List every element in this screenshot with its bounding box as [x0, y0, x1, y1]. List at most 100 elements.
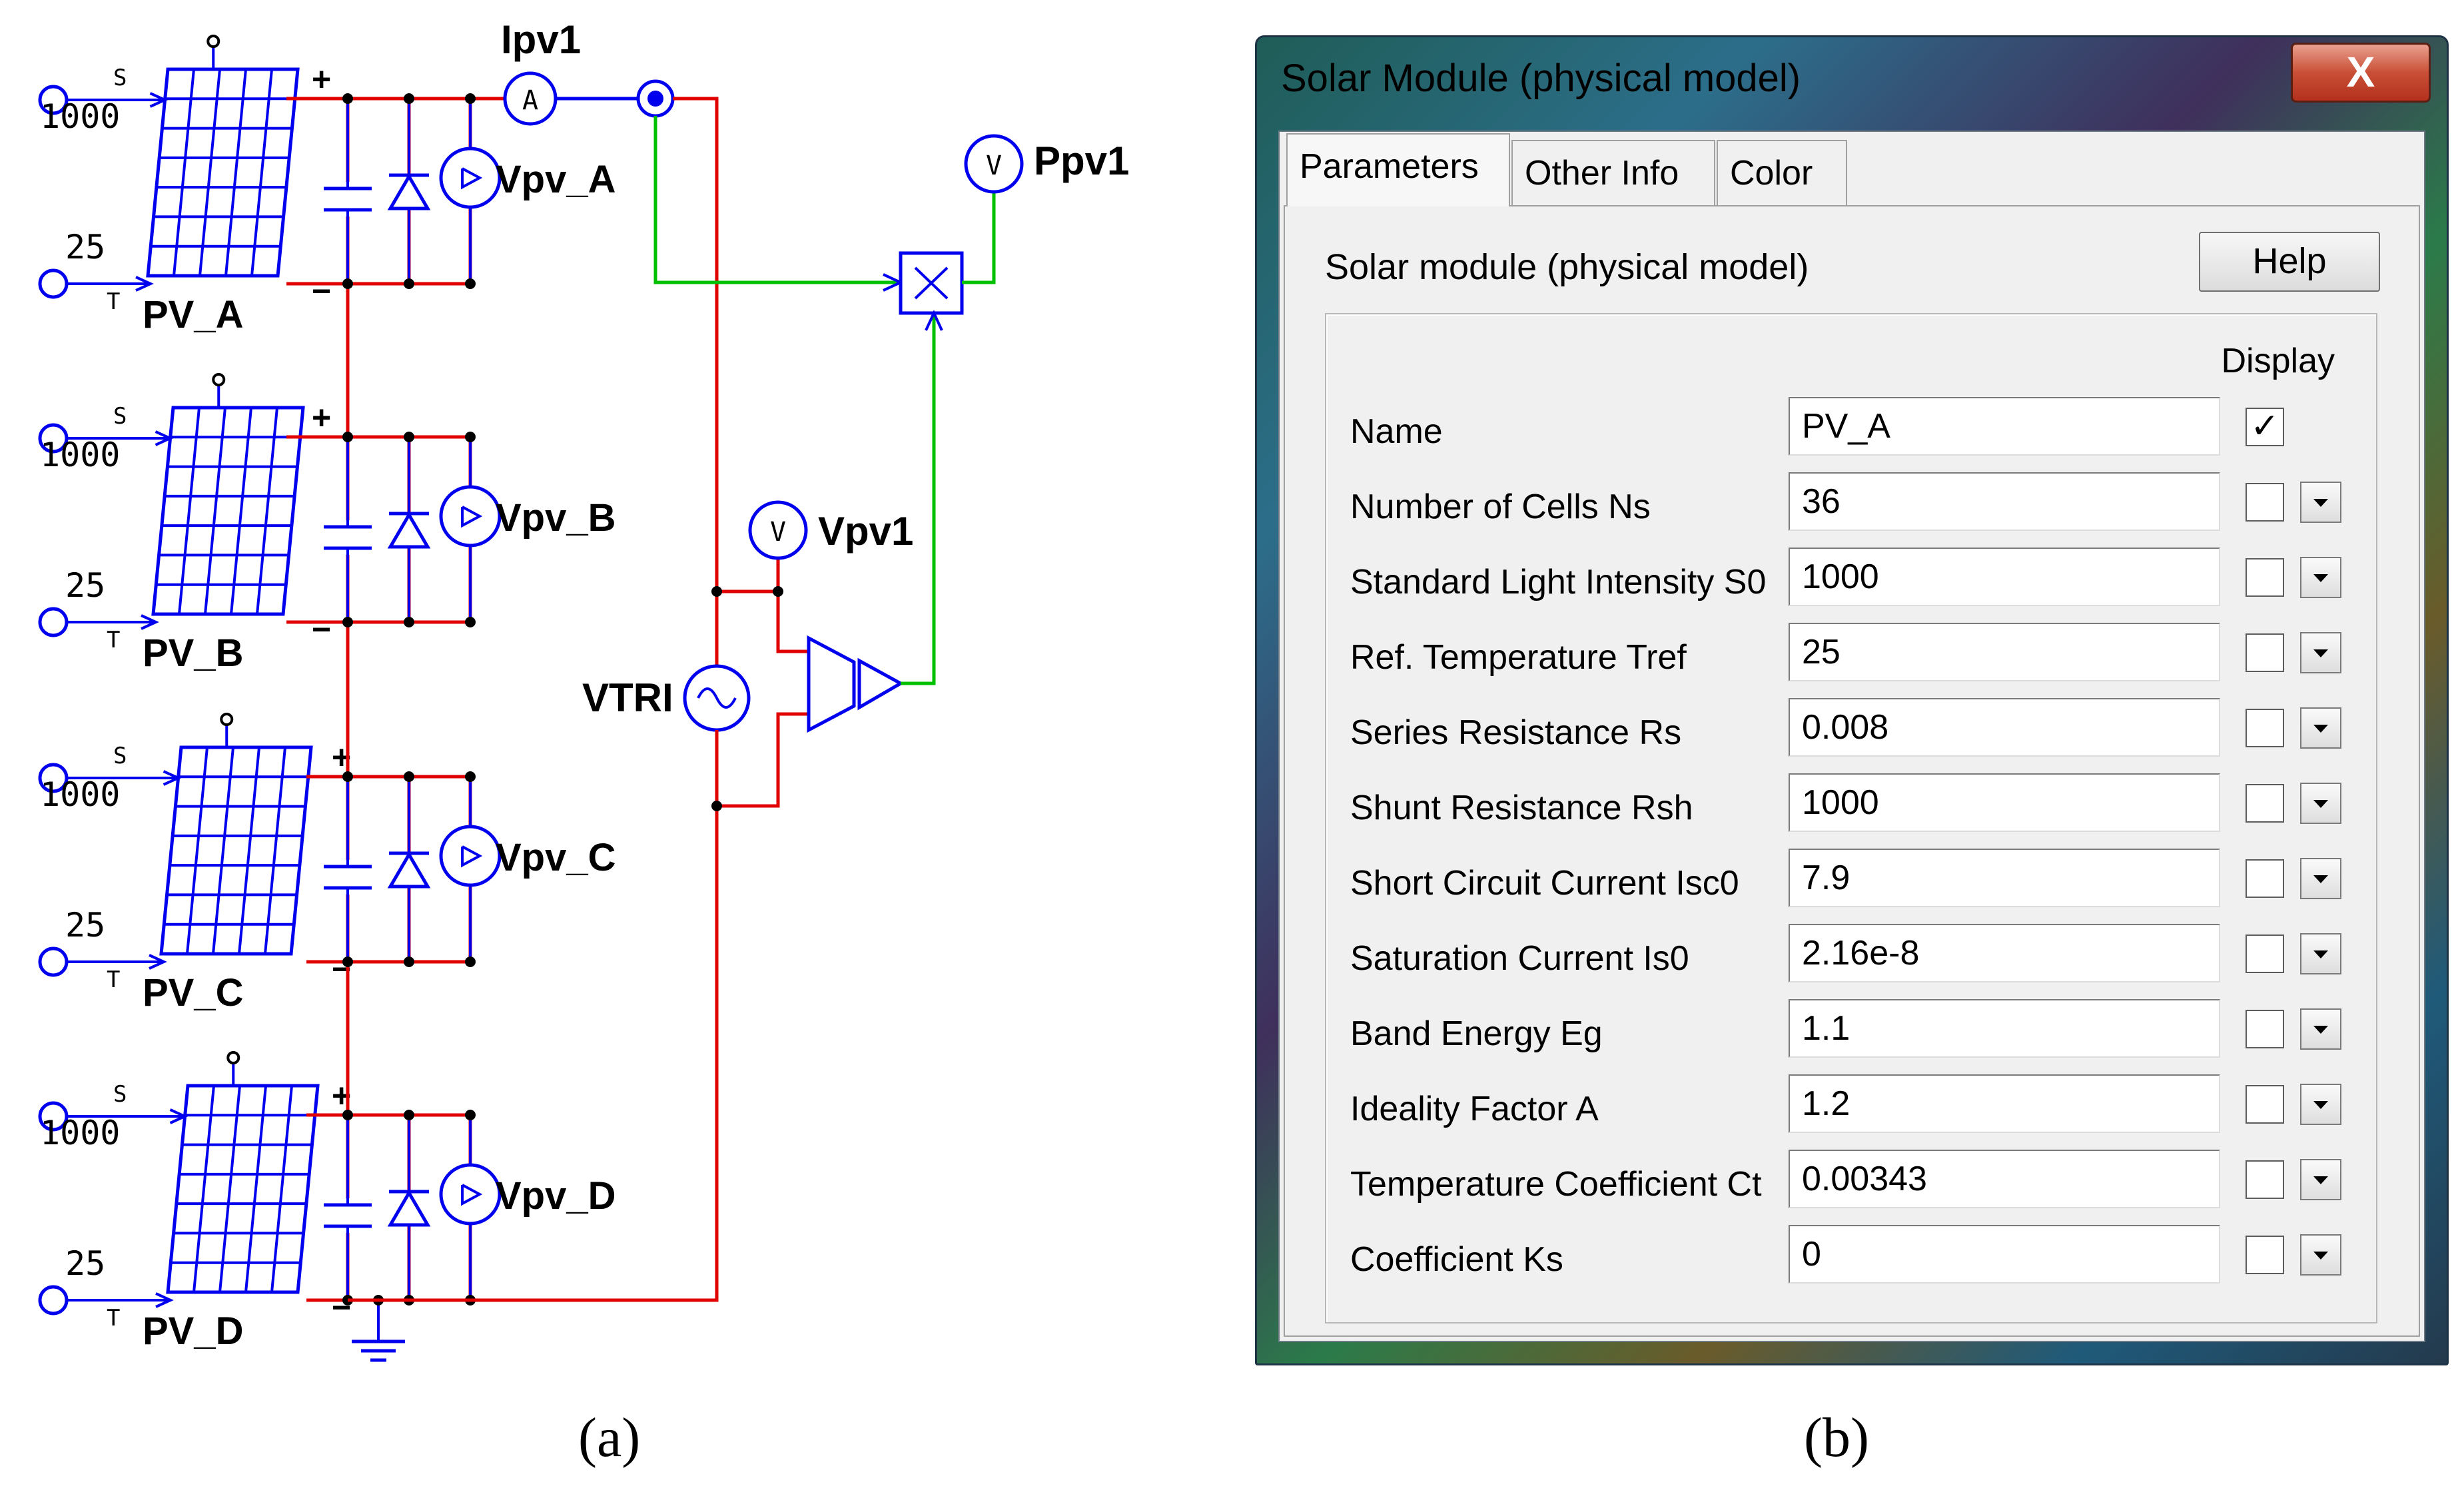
display-checkbox[interactable]: [2246, 1010, 2284, 1048]
junction-dot: [404, 771, 414, 782]
tab-color[interactable]: Color: [1717, 140, 1847, 206]
display-checkbox[interactable]: [2246, 1236, 2284, 1274]
param-label: Ref. Temperature Tref: [1350, 638, 1687, 677]
param-value-input[interactable]: 7.9: [1789, 849, 2220, 907]
junction-dot: [773, 586, 783, 597]
plus-sign: +: [312, 61, 331, 98]
comparator-minus-wire: [715, 712, 809, 808]
panel-cell-column: [264, 747, 286, 954]
display-option-dropdown[interactable]: [2300, 1234, 2341, 1276]
display-option-dropdown[interactable]: [2300, 783, 2341, 824]
param-value-input[interactable]: 0: [1789, 1225, 2220, 1284]
caption-a: (a): [578, 1407, 641, 1469]
param-row: Ref. Temperature Tref 25: [1326, 623, 2376, 698]
meter-arrow-icon: [461, 167, 483, 190]
chevron-down-icon: [2313, 1176, 2328, 1184]
display-checkbox[interactable]: [2246, 483, 2284, 522]
display-checkbox[interactable]: [2246, 859, 2284, 898]
display-checkbox[interactable]: [2246, 1160, 2284, 1199]
display-checkbox[interactable]: [2246, 934, 2284, 973]
temperature-terminal: [38, 1285, 69, 1315]
solar-module-dialog: Solar Module (physical model) X Paramete…: [1255, 35, 2449, 1365]
display-option-dropdown[interactable]: [2300, 858, 2341, 899]
minus-sign: −: [312, 272, 331, 310]
diode-icon: [387, 851, 431, 889]
chevron-down-icon: [2313, 499, 2328, 507]
param-row: Saturation Current Is0 2.16e-8: [1326, 924, 2376, 999]
junction-dot: [711, 586, 722, 597]
chevron-down-icon: [2313, 800, 2328, 808]
tab-parameters[interactable]: Parameters: [1286, 133, 1510, 206]
param-value-input[interactable]: 25: [1789, 623, 2220, 681]
display-option-dropdown[interactable]: [2300, 632, 2341, 673]
param-value-input[interactable]: 0.008: [1789, 698, 2220, 757]
panel-cell-column: [173, 69, 195, 276]
param-label: Series Resistance Rs: [1350, 713, 1682, 752]
display-checkbox[interactable]: ✓: [2246, 408, 2284, 446]
close-button[interactable]: X: [2291, 43, 2431, 103]
irradiance-value: 1000: [40, 775, 120, 814]
param-label: Saturation Current Is0: [1350, 939, 1689, 978]
voltmeter-icon: [439, 825, 502, 887]
display-option-dropdown[interactable]: [2300, 1159, 2341, 1200]
param-row: Standard Light Intensity S0 1000: [1326, 548, 2376, 623]
voltmeter-label: Vpv_A: [496, 158, 616, 201]
dialog-client: Parameters Other Info Color Solar module…: [1278, 131, 2425, 1342]
param-value-input[interactable]: 36: [1789, 472, 2220, 531]
junction-dot: [404, 956, 414, 967]
param-value-input[interactable]: 0.00343: [1789, 1150, 2220, 1208]
temperature-value: 25: [65, 566, 105, 605]
display-option-dropdown[interactable]: [2300, 933, 2341, 974]
arrow-icon: [149, 92, 169, 108]
multiply-icon: [914, 266, 949, 300]
panel-terminal: [206, 35, 220, 48]
sine-icon: [697, 687, 737, 709]
param-value-input[interactable]: 1000: [1789, 773, 2220, 832]
display-option-dropdown[interactable]: [2300, 1084, 2341, 1125]
param-value-input[interactable]: 1.2: [1789, 1074, 2220, 1133]
param-value-input[interactable]: 2.16e-8: [1789, 924, 2220, 982]
panel-outline: [166, 1084, 320, 1294]
display-checkbox[interactable]: [2246, 558, 2284, 597]
panel-outline: [146, 67, 300, 278]
chevron-down-icon: [2313, 725, 2328, 733]
junction-dot: [404, 432, 414, 442]
display-option-dropdown[interactable]: [2300, 482, 2341, 523]
voltmeter-icon: [439, 485, 502, 548]
display-option-dropdown[interactable]: [2300, 707, 2341, 749]
panel-terminal: [220, 713, 234, 726]
param-value-input[interactable]: 1000: [1789, 548, 2220, 606]
help-button[interactable]: Help: [2199, 232, 2380, 292]
param-value-input[interactable]: PV_A: [1789, 397, 2220, 456]
temperature-port-label: T: [107, 627, 120, 653]
tab-other-info[interactable]: Other Info: [1511, 140, 1715, 206]
param-label: Band Energy Eg: [1350, 1014, 1603, 1053]
panel-outline: [159, 745, 313, 956]
irradiance-port-label: S: [113, 743, 127, 769]
display-checkbox[interactable]: [2246, 1085, 2284, 1124]
junction-dot: [404, 93, 414, 104]
comparator-block: [807, 635, 856, 733]
param-label: Standard Light Intensity S0: [1350, 563, 1767, 601]
display-checkbox[interactable]: [2246, 784, 2284, 823]
param-value-input[interactable]: 1.1: [1789, 999, 2220, 1058]
chevron-down-icon: [2313, 1026, 2328, 1034]
junction-dot: [342, 1110, 353, 1120]
voltmeter-label: Vpv_B: [496, 496, 616, 540]
chevron-down-icon: [2313, 950, 2328, 958]
display-checkbox[interactable]: [2246, 709, 2284, 747]
power-meter-symbol: V: [986, 151, 1002, 181]
junction-dot: [711, 801, 722, 811]
display-checkbox[interactable]: [2246, 633, 2284, 672]
panel-cell-column: [212, 747, 234, 954]
display-option-dropdown[interactable]: [2300, 1008, 2341, 1050]
irradiance-port-label: S: [113, 65, 127, 91]
junction-dot: [465, 771, 476, 782]
display-option-dropdown[interactable]: [2300, 557, 2341, 598]
